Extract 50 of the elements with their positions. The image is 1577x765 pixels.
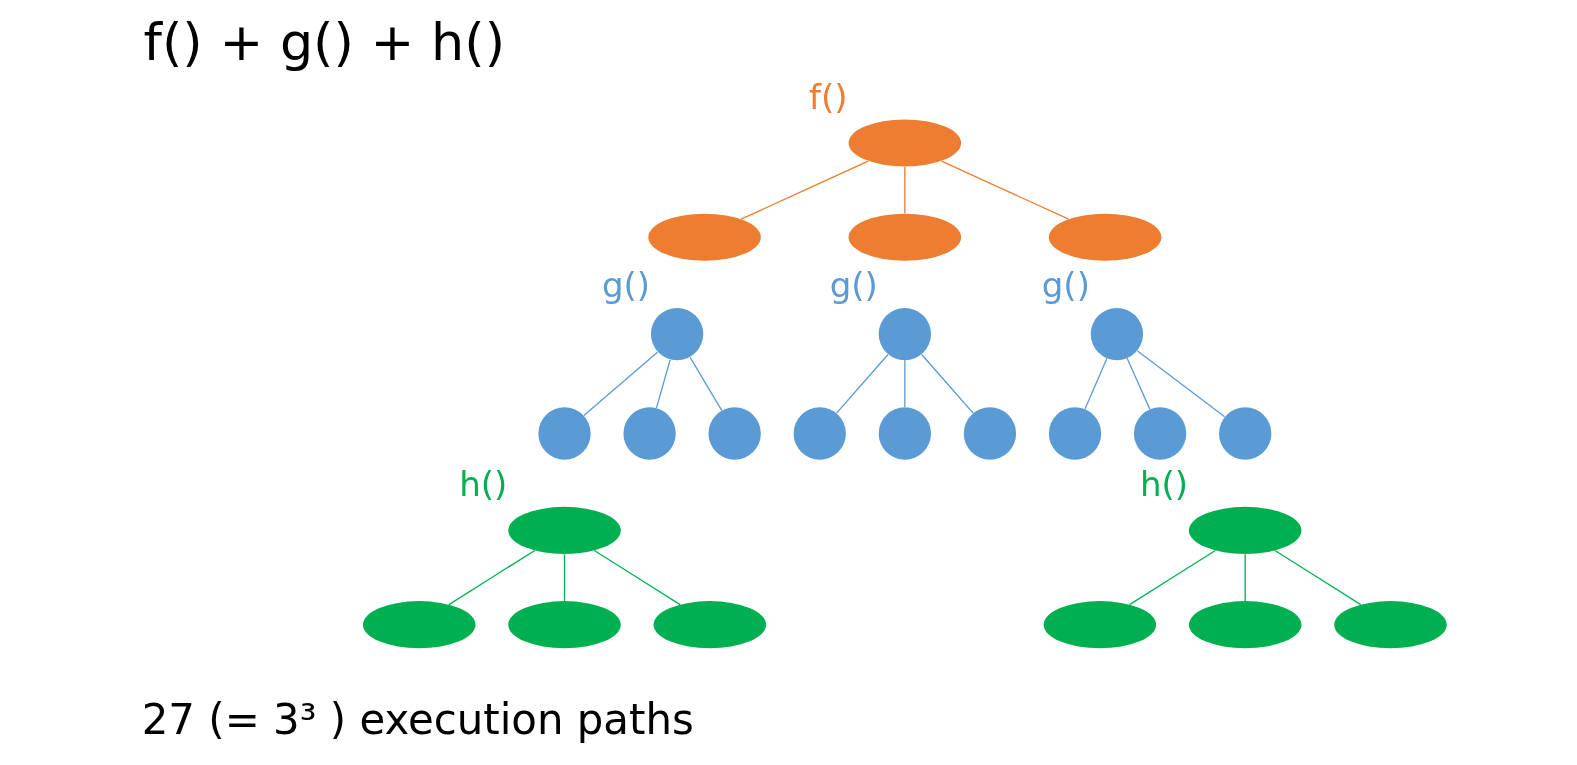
node-circle bbox=[1048, 407, 1101, 460]
connector bbox=[1244, 553, 1246, 602]
node-ellipse bbox=[507, 601, 621, 649]
node-ellipse bbox=[1188, 506, 1301, 554]
connector bbox=[1083, 357, 1108, 410]
node-label: g() bbox=[601, 265, 650, 306]
connector bbox=[1136, 350, 1225, 418]
connector bbox=[447, 549, 535, 606]
node-label: h() bbox=[1139, 464, 1188, 505]
node-ellipse bbox=[1048, 213, 1161, 261]
node-ellipse bbox=[1333, 601, 1447, 649]
node-circle bbox=[878, 307, 931, 361]
connector bbox=[582, 351, 658, 417]
node-circle bbox=[878, 407, 931, 460]
node-ellipse bbox=[647, 213, 761, 261]
connector bbox=[1273, 549, 1361, 606]
diagram-title: f() + g() + h() bbox=[142, 11, 505, 73]
node-circle bbox=[650, 307, 703, 361]
node-label: g() bbox=[1041, 265, 1090, 306]
connector bbox=[1128, 549, 1216, 606]
node-circle bbox=[708, 407, 761, 460]
node-ellipse bbox=[1188, 601, 1301, 649]
node-circle bbox=[1133, 407, 1186, 460]
label: 27 (= 3³ ) execution paths bbox=[141, 695, 694, 745]
node-ellipse bbox=[507, 506, 621, 554]
connector bbox=[903, 359, 905, 408]
connector bbox=[1126, 357, 1150, 410]
node-label: g() bbox=[829, 265, 878, 306]
node-ellipse bbox=[1043, 601, 1156, 649]
connector bbox=[593, 549, 681, 606]
connector bbox=[689, 356, 722, 412]
connector bbox=[903, 166, 905, 215]
node-ellipse bbox=[653, 601, 766, 649]
node-label: h() bbox=[458, 464, 507, 505]
node-circle bbox=[537, 407, 591, 460]
node-circle bbox=[963, 407, 1016, 460]
node-ellipse bbox=[848, 119, 961, 167]
connector bbox=[835, 353, 889, 414]
connector bbox=[563, 553, 565, 602]
connector bbox=[655, 359, 671, 409]
connector bbox=[940, 160, 1069, 220]
node-ellipse bbox=[362, 601, 475, 649]
connector bbox=[739, 160, 869, 220]
node-circle bbox=[622, 407, 676, 460]
node-circle bbox=[1090, 307, 1143, 361]
node-label: f() bbox=[808, 76, 848, 117]
connector bbox=[920, 353, 974, 414]
node-ellipse bbox=[848, 213, 961, 261]
node-circle bbox=[1218, 407, 1271, 460]
node-circle bbox=[793, 407, 846, 460]
